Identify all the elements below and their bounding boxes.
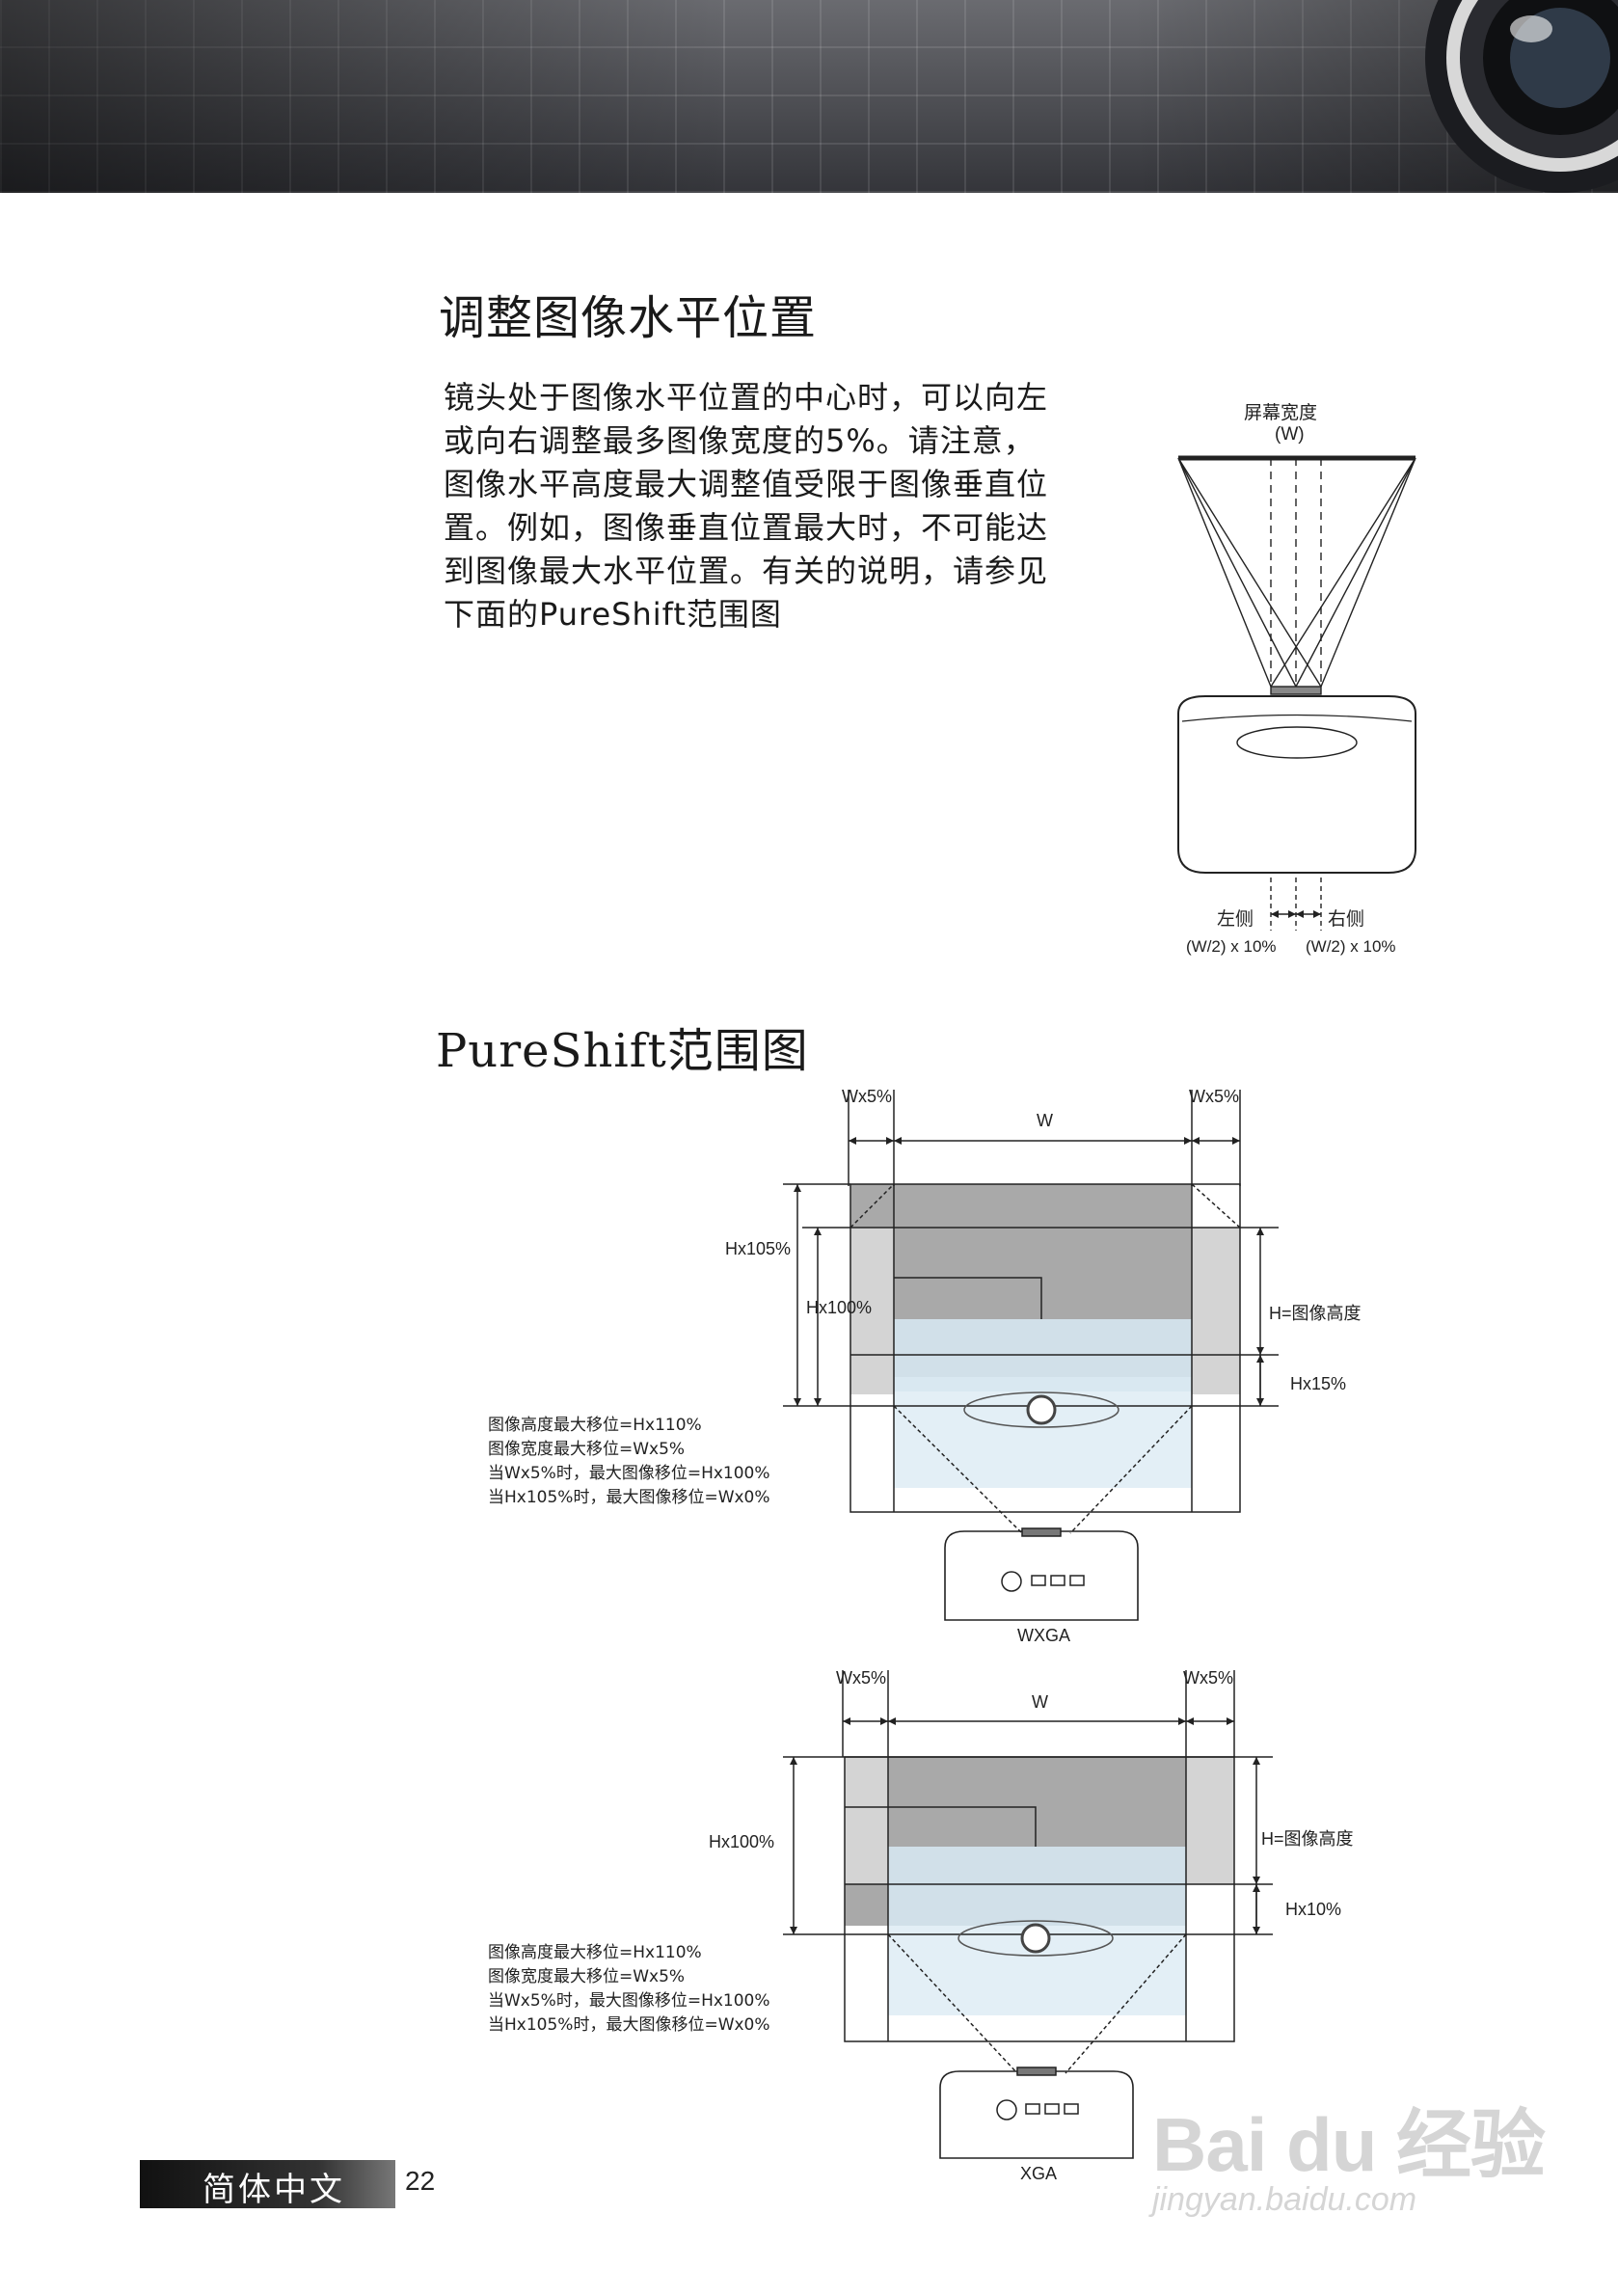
xga-model-label: XGA	[1020, 2164, 1058, 2183]
left-side-label: 左侧	[1217, 909, 1254, 930]
xga-w-left-label: Wx5%	[836, 1668, 887, 1688]
xga-w-right-label: Wx5%	[1183, 1668, 1234, 1688]
xga-h-right-label: H=图像高度	[1261, 1829, 1354, 1849]
section-title-horizontal-position: 调整图像水平位置	[439, 291, 818, 345]
footer-language-label: 简体中文	[202, 2171, 345, 2209]
screen-width-label: 屏幕宽度	[1244, 403, 1318, 423]
wxga-w-left-label: Wx5%	[842, 1087, 893, 1106]
wxga-notes: 图像高度最大移位=Hx110% 图像宽度最大移位=Wx5% 当Wx5%时，最大图…	[488, 1416, 770, 1507]
section-title-pureshift: PureShift范围图	[436, 1024, 809, 1078]
footer-language-bar	[140, 2160, 395, 2208]
left-formula: (W/2) x 10%	[1186, 937, 1277, 956]
xga-h-outer-label: Hx100%	[709, 1832, 775, 1851]
right-formula: (W/2) x 10%	[1306, 937, 1396, 956]
section-body-text: 镜头处于图像水平位置的中心时，可以向左 或向右调整最多图像宽度的5%。请注意， …	[444, 379, 1049, 633]
baidu-watermark-logo: Bai du 经验	[1152, 2102, 1546, 2187]
screen-width-symbol: (W)	[1275, 424, 1305, 445]
wxga-h-right-label: H=图像高度	[1269, 1304, 1362, 1323]
lens-graphic-icon	[1425, 0, 1618, 193]
xga-w-center-label: W	[1032, 1692, 1048, 1712]
wxga-w-center-label: W	[1037, 1111, 1053, 1130]
xga-notes: 图像高度最大移位=Hx110% 图像宽度最大移位=Wx5% 当Wx5%时，最大图…	[488, 1943, 770, 2035]
baidu-watermark-url: jingyan.baidu.com	[1152, 2181, 1417, 2218]
header-banner	[0, 0, 1618, 193]
right-side-label: 右侧	[1328, 909, 1365, 930]
wxga-w-right-label: Wx5%	[1189, 1087, 1240, 1106]
wxga-h-inner-label: Hx100%	[806, 1298, 873, 1317]
wxga-h-outer-label: Hx105%	[725, 1239, 792, 1258]
page-number: 22	[405, 2166, 436, 2196]
wxga-model-label: WXGA	[1017, 1626, 1071, 1645]
xga-h-small-label: Hx10%	[1285, 1900, 1342, 1919]
wxga-h-small-label: Hx15%	[1290, 1374, 1347, 1393]
